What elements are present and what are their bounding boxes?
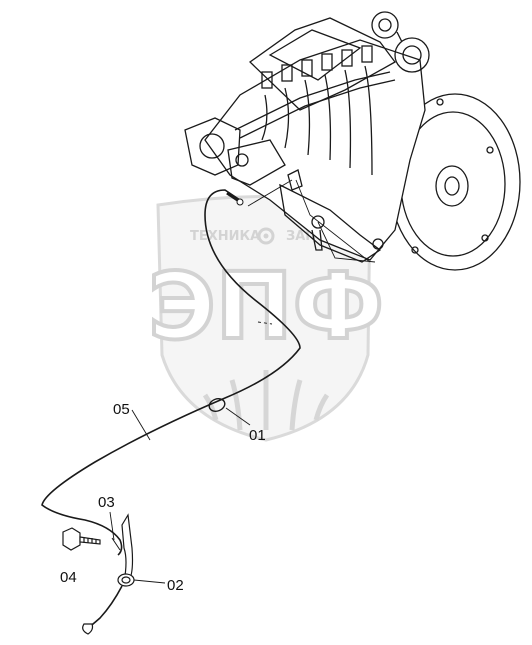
engine-block: [204, 39, 426, 261]
fuel-pump: [227, 139, 286, 186]
watermark: ТЕХНИКА ЗАПЧАСТИ ЭПФ: [146, 195, 386, 442]
gear-icon: [257, 227, 275, 245]
injector-lines: [261, 65, 373, 176]
engine-assembly: [184, 11, 521, 271]
watermark-text-left: ТЕХНИКА: [190, 229, 260, 244]
callout-01: 01: [249, 427, 266, 444]
callout-03: 03: [98, 494, 115, 511]
turbocharger: [371, 11, 430, 73]
callout-leaders: [109, 407, 251, 584]
watermark-logo-text: ЭПФ: [148, 253, 384, 360]
o-ring: [208, 398, 226, 412]
flywheel-hub: [435, 165, 469, 207]
tube-bracket: [121, 513, 134, 583]
dipstick-guide-tube: [41, 189, 301, 556]
injectors: [261, 45, 373, 89]
callout-04: 04: [60, 569, 77, 586]
wheat-icon: [202, 370, 330, 431]
bolt: [62, 527, 101, 551]
cylinder-head: [248, 17, 396, 111]
watermark-shield: [156, 195, 372, 442]
leader-lines: [247, 179, 376, 325]
callout-05: 05: [113, 401, 130, 418]
dipstick: [82, 573, 135, 635]
callout-02: 02: [167, 577, 184, 594]
